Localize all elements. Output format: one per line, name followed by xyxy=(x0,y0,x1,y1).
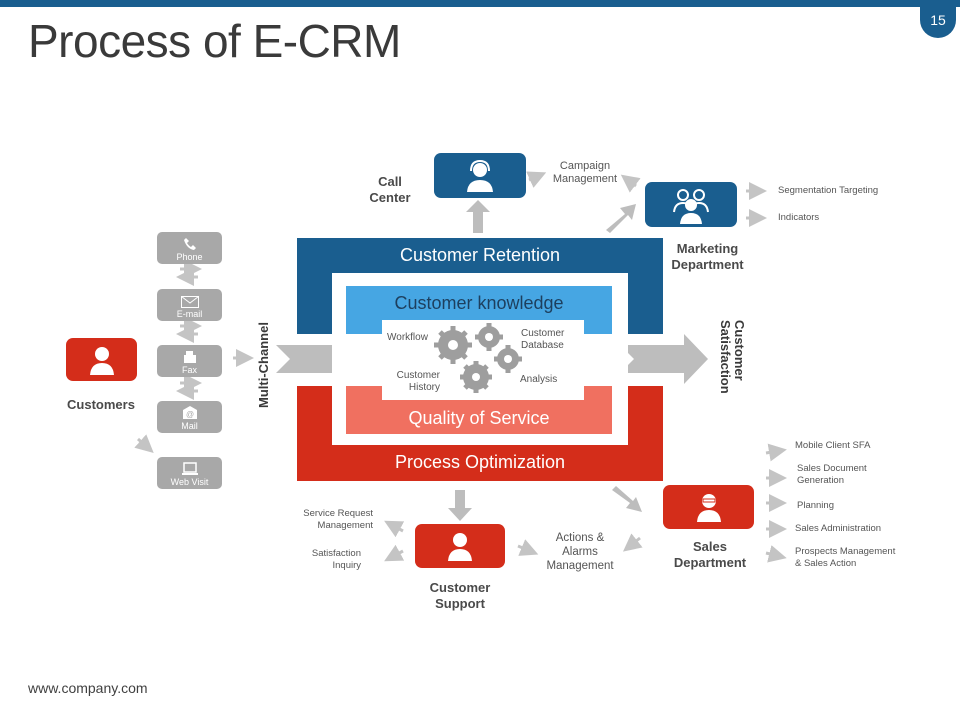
customers-label: Customers xyxy=(67,397,135,412)
gears-icon xyxy=(434,323,522,393)
call-center-icon-box xyxy=(434,153,526,198)
analysis-label: Analysis xyxy=(520,374,558,385)
channel-fax: Fax xyxy=(157,345,222,377)
sales-item: Mobile Client SFA xyxy=(795,440,871,451)
phone-icon xyxy=(183,238,196,250)
up-arrow-callcenter xyxy=(466,200,490,233)
page-number-badge: 15 xyxy=(920,0,956,38)
channel-email: E-mail xyxy=(157,289,222,321)
page-title: Process of E-CRM xyxy=(28,15,401,67)
channel-label: E-mail xyxy=(176,309,203,319)
support-person-icon xyxy=(448,533,472,561)
person-icon xyxy=(89,346,114,375)
at-mail-icon: @ xyxy=(182,406,197,419)
sales-icon-box xyxy=(663,485,754,529)
knowledge-label: Customer knowledge xyxy=(394,293,564,313)
support-icon-box xyxy=(415,524,505,568)
marketing-icon-box xyxy=(645,182,737,227)
quality-label: Quality of Service xyxy=(408,408,550,428)
channel-label: Mail xyxy=(181,421,198,431)
down-arrow-support xyxy=(448,490,472,521)
sales-item: Prospects Management& Sales Action xyxy=(795,546,896,569)
headset-agent-icon xyxy=(467,159,493,192)
channel-mail: @ Mail xyxy=(157,401,222,433)
team-icon xyxy=(673,188,709,224)
satisfaction-big-arrow xyxy=(620,334,708,384)
optimization-label: Process Optimization xyxy=(394,452,566,472)
arrow-to-marketing xyxy=(606,204,636,233)
sales-item: Planning xyxy=(797,500,834,511)
channel-label: Fax xyxy=(181,365,197,375)
laptop-icon xyxy=(181,462,198,475)
salesman-icon xyxy=(696,494,721,522)
marketing-item: Indicators xyxy=(778,212,820,223)
channel-label: Phone xyxy=(176,252,203,262)
channel-web-visit: Web Visit xyxy=(157,457,222,489)
fax-icon xyxy=(183,351,196,363)
footer-url: www.company.com xyxy=(28,680,148,696)
channel-label: Web Visit xyxy=(170,477,209,487)
sales-item: Sales Administration xyxy=(795,523,882,534)
multichannel-label: Multi-Channel xyxy=(256,322,271,408)
envelope-icon xyxy=(180,296,199,308)
retention-label: Customer Retention xyxy=(399,245,561,265)
channel-phone: Phone xyxy=(157,232,222,264)
arrow-to-sales xyxy=(612,486,642,512)
top-bar xyxy=(0,0,960,7)
svg-text:@: @ xyxy=(185,410,193,419)
marketing-item: Segmentation Targeting xyxy=(778,185,879,196)
customers-icon-box xyxy=(66,338,137,381)
workflow-label: Workflow xyxy=(387,332,428,343)
